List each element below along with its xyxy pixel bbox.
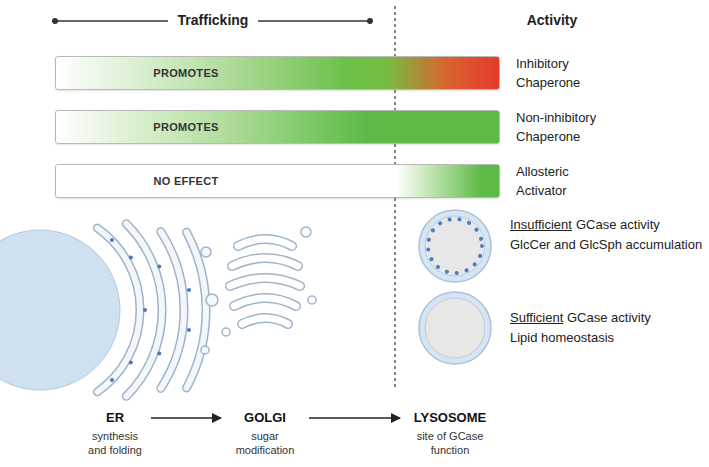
vesicle (201, 247, 211, 257)
ribosome (157, 265, 161, 269)
stage-label: LYSOSOME site of GCase function (404, 410, 496, 457)
golgi-outline (230, 239, 300, 324)
status-text: GCase activity (576, 216, 660, 233)
golgi-cisterna (242, 318, 288, 324)
vesicle (301, 227, 311, 237)
status-text: GCase activity (567, 309, 651, 326)
lipid-accumulation (428, 219, 482, 273)
ribosome (129, 361, 133, 365)
header-rule (55, 20, 168, 22)
golgi-cisterna (232, 258, 298, 266)
ribosome (143, 308, 147, 312)
golgi-lumen (230, 239, 300, 324)
section-heading: Trafficking (163, 12, 263, 29)
lysosome-membrane (419, 210, 491, 282)
lysosome-lumen (425, 298, 485, 358)
stage-label: ER synthesis and folding (83, 410, 147, 457)
effect-bar: NO EFFECTAllosteric Activator (55, 164, 500, 198)
er-membrane-lumen (97, 224, 206, 397)
er-lumen (126, 224, 162, 397)
vesicle (308, 296, 316, 304)
header-rule (258, 20, 370, 22)
organelle-name: ER (83, 410, 147, 426)
organelle-role: sugar modification (225, 429, 305, 457)
er-vesicles (201, 247, 218, 354)
ribosome (187, 328, 191, 332)
header-dot (52, 18, 58, 24)
organelle-role: site of GCase function (404, 429, 496, 457)
lysosome-membrane (419, 292, 491, 364)
lysosome-lumen (425, 216, 485, 276)
compound-class-label: Allosteric Activator (516, 162, 608, 200)
er-sheet (126, 224, 162, 397)
flow-arrow (309, 417, 400, 419)
compound-class-label: Non-inhibitory Chaperone (516, 108, 608, 146)
vesicle (222, 328, 230, 336)
effect-bar: PROMOTESNon-inhibitory Chaperone (55, 110, 500, 144)
vesicle (201, 346, 209, 354)
er-sheet (97, 228, 140, 392)
header-dot (367, 18, 373, 24)
vesicle (206, 294, 218, 306)
bar-effect-text: PROMOTES (56, 57, 316, 89)
effect-bar: PROMOTESInhibitory Chaperone (55, 56, 500, 90)
section-heading: Activity (502, 12, 602, 29)
ribosomes (110, 238, 191, 382)
ribosome (187, 288, 191, 292)
ribosome (110, 238, 114, 242)
golgi-cisterna (230, 278, 300, 286)
ribosome (157, 351, 161, 355)
organelle-name: GOLGI (225, 410, 305, 426)
flow-arrow (151, 417, 221, 419)
golgi-lumen-path (242, 318, 288, 324)
status-text: Lipid homeostasis (510, 329, 614, 346)
ribosome (110, 378, 114, 382)
golgi-lumen-path (238, 239, 292, 246)
golgi-lumen-path (234, 298, 296, 306)
er-lumen (97, 228, 140, 392)
stage-label: GOLGI sugar modification (225, 410, 305, 457)
status-keyword: Insufficient (510, 216, 572, 233)
er-lumen (161, 232, 184, 389)
bar-effect-text: NO EFFECT (56, 165, 316, 197)
organelle-role: synthesis and folding (83, 429, 147, 457)
er-membrane-outline (97, 224, 206, 397)
compound-class-label: Inhibitory Chaperone (516, 54, 608, 92)
status-keyword: Sufficient (510, 309, 563, 326)
organelle-name: LYSOSOME (404, 410, 496, 426)
nucleus (0, 230, 120, 390)
status-text: GlcCer and GlcSph accumulation (510, 236, 702, 253)
golgi-cisterna (234, 298, 296, 306)
golgi-lumen-path (232, 258, 298, 266)
golgi-cisterna (238, 239, 292, 246)
ribosome (129, 256, 133, 260)
golgi-lumen-path (230, 278, 300, 286)
bar-effect-text: PROMOTES (56, 111, 316, 143)
golgi-vesicles (222, 227, 316, 336)
